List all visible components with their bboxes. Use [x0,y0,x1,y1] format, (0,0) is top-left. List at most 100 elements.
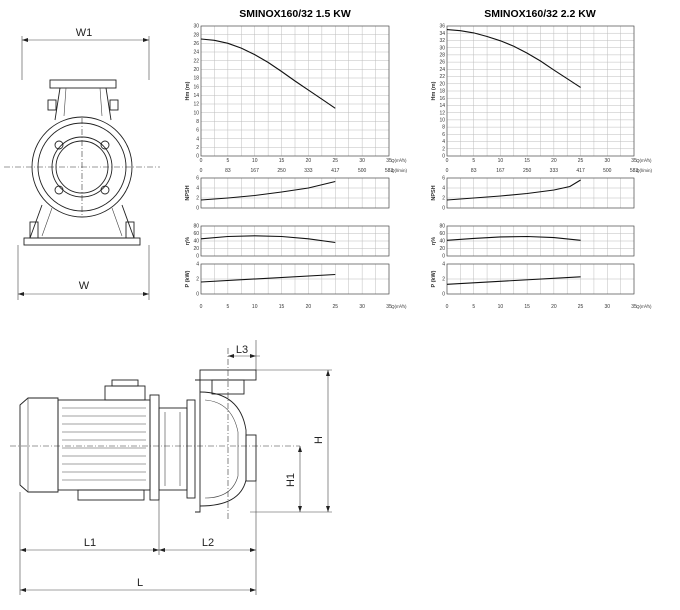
plot-frame [446,25,635,157]
x-tick-label: 10 [252,304,258,310]
series-line [446,276,581,285]
y-tick-label: 12 [193,102,199,108]
y-tick-label: 36 [439,24,445,30]
chart-panel: 0 2 4 P (kW) [185,262,390,298]
x-tick-label-lmin: 500 [603,168,612,174]
plot-frame [200,263,390,295]
x-axis-unit: Q(m³/h) [391,304,407,309]
x-tick-label: 20 [551,304,557,310]
y-tick-label: 18 [193,76,199,82]
y-tick-label: 0 [442,292,445,298]
y-tick-label: 30 [439,45,445,51]
y-tick-label: 2 [442,146,445,152]
series-line [446,235,581,241]
x-tick-label: 5 [472,158,475,164]
plot-frame [446,225,635,257]
x-tick-label-lmin: 0 [446,168,449,174]
y-tick-label: 2 [442,277,445,283]
y-tick-label: 60 [193,231,199,237]
x-tick-label: 0 [200,304,203,310]
x-tick-label: 20 [306,158,312,164]
y-tick-label: 0 [196,292,199,298]
y-axis-label: NPSH [431,185,437,200]
y-tick-label: 0 [442,254,445,260]
y-tick-label: 4 [442,262,445,268]
y-tick-label: 22 [193,58,199,64]
y-tick-label: 12 [439,110,445,116]
y-tick-label: 10 [439,117,445,123]
y-tick-label: 14 [193,93,199,99]
y-tick-label: 30 [193,24,199,30]
pump-front-view: W1 W [4,27,160,300]
y-tick-label: 6 [196,128,199,134]
y-tick-label: 6 [196,176,199,182]
y-tick-label: 18 [439,89,445,95]
x-tick-label: 25 [333,158,339,164]
y-tick-label: 20 [439,246,445,252]
x-tick-label: 25 [578,158,584,164]
y-tick-label: 8 [196,119,199,125]
x-tick-label: 15 [524,304,530,310]
x-tick-label: 30 [605,158,611,164]
y-tick-label: 0 [442,154,445,160]
y-tick-label: 2 [196,196,199,202]
dim-label-l3: L3 [236,344,248,356]
x-tick-label-lmin: 250 [277,168,286,174]
y-tick-label: 16 [439,96,445,102]
dim-label-h1: H1 [285,473,297,487]
x-tick-label: 35 [386,158,392,164]
y-tick-label: 60 [439,231,445,237]
x-tick-label-lmin: 167 [251,168,260,174]
series-line [200,180,336,201]
y-axis-label: P (kW) [185,270,191,287]
x-tick-label: 25 [333,304,339,310]
x-axis-unit: Q(m³/h) [636,304,652,309]
dim-label-l: L [137,577,143,589]
x-tick-label-lmin: 167 [496,168,505,174]
y-tick-label: 40 [439,239,445,245]
x-tick-label: 15 [524,158,530,164]
y-tick-label: 2 [196,277,199,283]
x-tick-label: 30 [359,158,365,164]
x-tick-label: 20 [306,304,312,310]
y-tick-label: 4 [196,262,199,268]
x-tick-label-lmin: 583 [385,168,394,174]
y-tick-label: 20 [439,81,445,87]
chart-title: SMINOX160/32 2.2 KW [484,8,596,20]
x-tick-label: 0 [446,304,449,310]
y-tick-label: 4 [442,186,445,192]
y-axis-label: η% [185,237,191,245]
x-tick-label-lmin: 333 [550,168,559,174]
x-tick-label: 35 [631,158,637,164]
x-tick-label: 35 [631,304,637,310]
x-tick-label: 5 [226,158,229,164]
y-tick-label: 14 [439,103,445,109]
y-axis-label: Hm (m) [431,81,437,100]
y-tick-label: 8 [442,125,445,131]
chart-title: SMINOX160/32 1.5 KW [239,8,351,20]
y-tick-label: 4 [196,186,199,192]
dim-label-w1: W1 [76,27,93,39]
y-tick-label: 28 [193,32,199,38]
plot-frame [446,177,635,209]
plot-frame [200,25,390,157]
performance-chart-1-5kw: SMINOX160/32 1.5 KW024681012141618202224… [185,8,407,310]
y-tick-label: 22 [439,74,445,80]
series-line [200,273,336,283]
x-tick-label: 10 [252,158,258,164]
dim-label-w: W [79,280,90,292]
x-tick-label: 15 [279,304,285,310]
series-line [446,29,581,88]
x-tick-label: 10 [498,158,504,164]
series-line [200,235,336,244]
y-tick-label: 24 [193,50,199,56]
series-line [200,38,336,109]
y-tick-label: 0 [196,206,199,212]
x-tick-label-lmin: 333 [304,168,313,174]
x-tick-label-lmin: 583 [630,168,639,174]
